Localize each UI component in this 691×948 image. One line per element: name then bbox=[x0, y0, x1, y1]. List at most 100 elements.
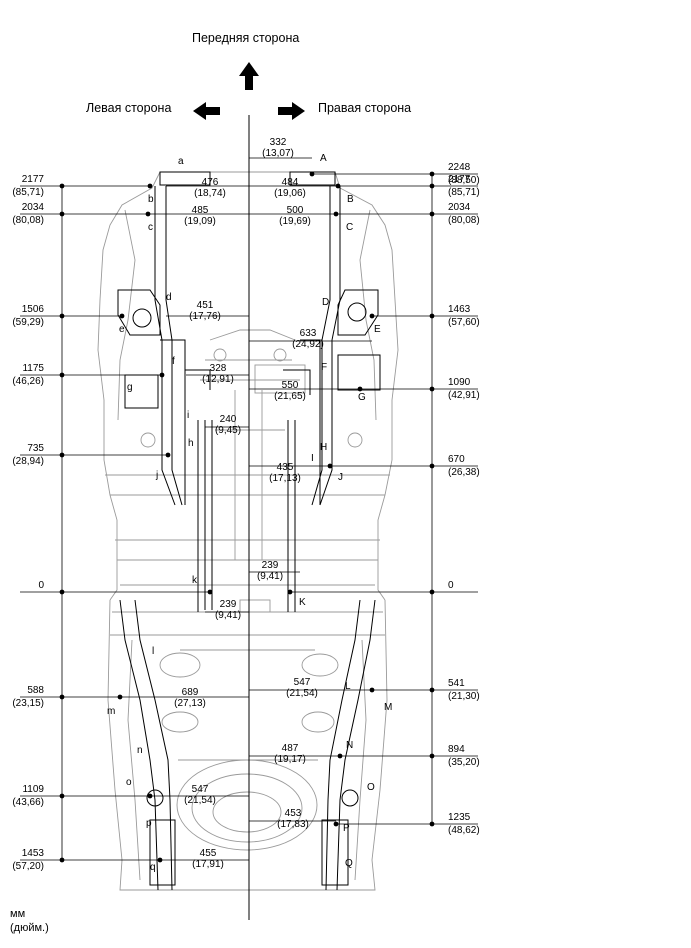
point-label-F: F bbox=[321, 362, 328, 373]
point-label-B: B bbox=[347, 194, 354, 205]
horizontal-dim-inch-5: (17,76) bbox=[189, 311, 221, 322]
point-label-g: g bbox=[127, 382, 133, 393]
left-dim-inch-4: (28,94) bbox=[12, 456, 44, 467]
horizontal-dim-inch-10: (17,13) bbox=[269, 473, 301, 484]
left-dim-mm-3: 1175 bbox=[22, 363, 44, 374]
left-dim-inch-7: (43,66) bbox=[12, 797, 44, 808]
left-dim-mm-6: 588 bbox=[27, 685, 44, 696]
horizontal-dim-mm-17: 453 bbox=[284, 808, 302, 819]
horizontal-dim-inch-8: (21,65) bbox=[274, 391, 306, 402]
horizontal-dim-mm-1: 476 bbox=[201, 177, 219, 188]
right-dim-inch-8: (35,20) bbox=[448, 757, 480, 768]
left-dim-mm-7: 1109 bbox=[22, 784, 44, 795]
right-dim-dot-6 bbox=[429, 589, 435, 595]
horizontal-dim-inch-13: (21,54) bbox=[286, 688, 318, 699]
right-dim-dot-9 bbox=[429, 821, 435, 827]
left-point-dot-5 bbox=[207, 589, 213, 595]
right-dim-mm-0: 2248 bbox=[448, 162, 471, 173]
horizontal-dim-inch-15: (19,17) bbox=[274, 754, 306, 765]
left-dim-dot-8 bbox=[59, 857, 65, 863]
right-point-dot-6 bbox=[287, 589, 293, 595]
vertical-dimension-lines bbox=[61, 174, 433, 860]
horizontal-dim-inch-2: (19,06) bbox=[274, 188, 306, 199]
horizontal-dim-mm-3: 485 bbox=[191, 205, 209, 216]
point-label-i: i bbox=[187, 410, 190, 421]
right-dim-dot-1 bbox=[429, 183, 435, 189]
point-label-P: P bbox=[343, 823, 350, 834]
horizontal-dim-inch-11: (9,41) bbox=[256, 571, 284, 582]
horizontal-dim-inch-4: (19,69) bbox=[279, 216, 311, 227]
point-label-c: c bbox=[148, 222, 153, 233]
horizontal-dim-mm-5: 451 bbox=[196, 300, 214, 311]
horizontal-dim-mm-7: 328 bbox=[209, 363, 227, 374]
point-label-q: q bbox=[150, 862, 156, 873]
horizontal-dim-mm-10: 435 bbox=[276, 462, 294, 473]
left-dim-dot-6 bbox=[59, 694, 65, 700]
horizontal-dim-mm-15: 487 bbox=[281, 743, 299, 754]
horizontal-dim-inch-1: (18,74) bbox=[194, 188, 226, 199]
left-dim-mm-0: 2177 bbox=[21, 174, 44, 185]
right-dim-dot-2 bbox=[429, 211, 435, 217]
right-dim-mm-6: 0 bbox=[448, 580, 454, 591]
left-dim-inch-8: (57,20) bbox=[12, 861, 44, 872]
point-label-b: b bbox=[148, 194, 154, 205]
right-arrow-icon bbox=[278, 102, 305, 120]
right-dim-mm-8: 894 bbox=[448, 744, 465, 755]
right-dim-inch-9: (48,62) bbox=[448, 825, 480, 836]
left-dim-inch-0: (85,71) bbox=[12, 187, 44, 198]
horizontal-dim-mm-13: 547 bbox=[293, 677, 311, 688]
left-dim-dot-2 bbox=[59, 313, 65, 319]
point-label-d: d bbox=[166, 292, 172, 303]
point-label-I: I bbox=[311, 453, 314, 464]
horizontal-dim-inch-3: (19,09) bbox=[184, 216, 216, 227]
right-point-dot-0 bbox=[309, 171, 315, 177]
left-dim-dot-4 bbox=[59, 452, 65, 458]
point-label-L: L bbox=[345, 681, 351, 692]
point-label-k: k bbox=[192, 575, 197, 586]
left-dim-inch-3: (46,26) bbox=[12, 376, 44, 387]
body-outline bbox=[97, 171, 399, 891]
point-label-C: C bbox=[346, 222, 354, 233]
horizontal-dim-inch-17: (17,83) bbox=[277, 819, 309, 830]
right-point-dot-9 bbox=[333, 821, 339, 827]
left-direction-label: Левая сторона bbox=[86, 101, 172, 115]
horizontal-dim-mm-14: 689 bbox=[181, 687, 199, 698]
horizontal-dim-mm-11: 239 bbox=[261, 560, 279, 571]
direction-arrows bbox=[193, 62, 305, 120]
right-dim-mm-9: 1235 bbox=[448, 812, 471, 823]
right-dim-dot-3 bbox=[429, 313, 435, 319]
right-dim-dot-8 bbox=[429, 753, 435, 759]
right-point-dot-3 bbox=[369, 313, 375, 319]
horizontal-dim-mm-12: 239 bbox=[219, 599, 237, 610]
left-dim-inch-6: (23,15) bbox=[12, 698, 44, 709]
front-arrow-icon bbox=[239, 62, 259, 90]
horizontal-dim-inch-9: (9,45) bbox=[214, 425, 242, 436]
left-dim-mm-8: 1453 bbox=[21, 848, 44, 859]
right-dim-mm-4: 1090 bbox=[448, 377, 471, 388]
left-dim-mm-2: 1506 bbox=[21, 304, 44, 315]
left-dim-dot-1 bbox=[59, 211, 65, 217]
right-dim-dot-0 bbox=[429, 171, 435, 177]
point-label-e: e bbox=[119, 324, 125, 335]
point-label-a: a bbox=[178, 156, 184, 167]
right-dim-mm-1: 2177 bbox=[448, 174, 471, 185]
point-label-Q: Q bbox=[345, 858, 353, 869]
left-dim-inch-2: (59,29) bbox=[12, 317, 44, 328]
side-members bbox=[117, 171, 381, 891]
horizontal-dim-mm-18: 455 bbox=[199, 848, 217, 859]
right-dim-inch-1: (85,71) bbox=[448, 187, 480, 198]
point-label-p: p bbox=[146, 818, 152, 829]
right-dim-dot-5 bbox=[429, 463, 435, 469]
horizontal-dim-mm-0: 332 bbox=[269, 137, 287, 148]
point-label-O: O bbox=[367, 782, 375, 793]
point-label-l: l bbox=[152, 646, 155, 657]
left-dim-mm-1: 2034 bbox=[21, 202, 44, 213]
point-label-n: n bbox=[137, 745, 143, 756]
left-point-dot-0 bbox=[147, 183, 153, 189]
horizontal-dim-inch-0: (13,07) bbox=[262, 148, 294, 159]
right-dim-dot-7 bbox=[429, 687, 435, 693]
left-point-dot-4 bbox=[165, 452, 171, 458]
point-label-J: J bbox=[338, 472, 343, 483]
